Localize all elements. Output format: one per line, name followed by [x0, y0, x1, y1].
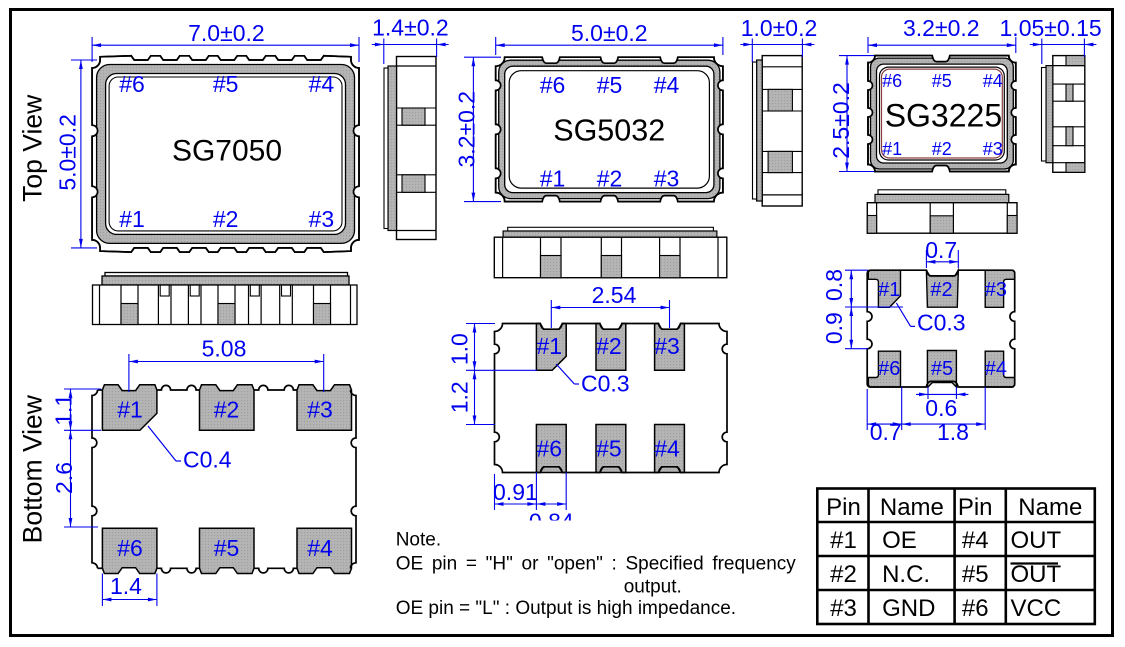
svg-text:#2: #2	[596, 333, 622, 359]
svg-text:0.6: 0.6	[925, 395, 957, 421]
svg-text:#6: #6	[882, 71, 902, 91]
svg-text:Name: Name	[1018, 494, 1082, 521]
svg-text:0.84: 0.84	[529, 509, 574, 535]
svg-text:OE: OE	[882, 527, 917, 554]
svg-text:3.2±0.2: 3.2±0.2	[903, 15, 980, 41]
svg-text:OE pin = "H" or "open" : Speci: OE pin = "H" or "open" : Specified frequ…	[396, 554, 797, 575]
svg-text:#1: #1	[878, 279, 900, 301]
svg-text:#6: #6	[540, 72, 566, 98]
svg-text:#5: #5	[932, 71, 952, 91]
svg-text:#6: #6	[119, 71, 145, 97]
svg-text:#5: #5	[214, 535, 240, 561]
svg-text:OUT: OUT	[1011, 527, 1062, 554]
svg-text:#6: #6	[878, 358, 900, 380]
svg-text:1.05±0.15: 1.05±0.15	[1000, 15, 1102, 41]
svg-text:1.1: 1.1	[51, 394, 77, 426]
svg-text:#5: #5	[596, 436, 622, 462]
svg-text:0.7: 0.7	[925, 237, 957, 263]
svg-text:3.2±0.2: 3.2±0.2	[453, 91, 479, 168]
svg-text:#6: #6	[962, 595, 989, 622]
svg-text:#4: #4	[654, 436, 680, 462]
svg-text:Pin: Pin	[958, 494, 993, 521]
svg-text:#2: #2	[213, 206, 239, 232]
svg-text:#1: #1	[119, 206, 145, 232]
svg-text:#1: #1	[830, 527, 857, 554]
svg-text:5.0±0.2: 5.0±0.2	[571, 20, 648, 46]
svg-text:#2: #2	[932, 139, 952, 159]
svg-text:Name: Name	[880, 494, 944, 521]
svg-text:1.2: 1.2	[447, 381, 473, 413]
svg-text:OE pin = "L" : Output is high: OE pin = "L" : Output is high impedance.	[396, 598, 736, 619]
svg-text:#4: #4	[985, 358, 1007, 380]
svg-text:2.5±0.2: 2.5±0.2	[828, 82, 854, 159]
svg-text:#6: #6	[117, 535, 143, 561]
svg-text:#1: #1	[882, 139, 902, 159]
svg-text:7.0±0.2: 7.0±0.2	[188, 20, 265, 46]
svg-text:SG5032: SG5032	[553, 113, 665, 147]
svg-text:N.C.: N.C.	[882, 561, 930, 588]
svg-text:#4: #4	[962, 527, 989, 554]
svg-text:0.9: 0.9	[821, 312, 847, 344]
svg-text:#4: #4	[307, 535, 333, 561]
svg-text:SG3225: SG3225	[885, 97, 1002, 133]
svg-text:C0.3: C0.3	[581, 371, 630, 397]
svg-text:OUT: OUT	[1011, 561, 1062, 588]
svg-text:5.0±0.2: 5.0±0.2	[54, 114, 80, 191]
svg-text:Pin: Pin	[826, 494, 861, 521]
svg-text:#3: #3	[830, 595, 857, 622]
svg-text:1.8: 1.8	[937, 419, 969, 445]
svg-text:1.4±0.2: 1.4±0.2	[372, 14, 449, 40]
svg-text:C0.4: C0.4	[183, 447, 232, 473]
svg-text:#5: #5	[962, 561, 989, 588]
svg-text:#2: #2	[830, 561, 857, 588]
svg-text:0.91: 0.91	[493, 479, 538, 505]
svg-text:1.0±0.2: 1.0±0.2	[741, 15, 818, 41]
svg-text:VCC: VCC	[1011, 595, 1062, 622]
svg-text:output.: output.	[624, 576, 682, 597]
svg-text:1.0: 1.0	[447, 333, 473, 365]
svg-text:0.8: 0.8	[821, 269, 847, 301]
svg-text:#6: #6	[537, 436, 563, 462]
svg-text:#4: #4	[309, 71, 335, 97]
svg-text:Top View: Top View	[18, 94, 48, 202]
svg-text:#2: #2	[930, 279, 952, 301]
svg-text:#1: #1	[537, 333, 563, 359]
svg-text:C0.3: C0.3	[917, 310, 966, 336]
svg-text:1.4: 1.4	[110, 573, 142, 599]
svg-text:5.08: 5.08	[202, 336, 247, 362]
svg-text:#3: #3	[985, 279, 1007, 301]
svg-text:#4: #4	[654, 72, 680, 98]
svg-text:#1: #1	[540, 166, 566, 192]
svg-text:Note.: Note.	[396, 530, 441, 551]
svg-text:#3: #3	[309, 206, 335, 232]
svg-text:#2: #2	[597, 166, 623, 192]
svg-text:#3: #3	[654, 333, 680, 359]
svg-text:#3: #3	[983, 139, 1003, 159]
svg-text:SG7050: SG7050	[172, 135, 282, 168]
svg-text:#4: #4	[983, 71, 1003, 91]
svg-text:#1: #1	[117, 396, 143, 422]
svg-text:2.54: 2.54	[592, 282, 637, 308]
svg-text:Bottom View: Bottom View	[18, 394, 48, 543]
svg-text:#3: #3	[654, 166, 680, 192]
svg-text:#2: #2	[214, 396, 240, 422]
svg-text:#5: #5	[597, 72, 623, 98]
svg-text:0.7: 0.7	[870, 419, 902, 445]
svg-text:GND: GND	[882, 595, 935, 622]
svg-text:#5: #5	[213, 71, 239, 97]
svg-text:#3: #3	[307, 396, 333, 422]
svg-text:2.6: 2.6	[51, 462, 77, 494]
svg-text:#5: #5	[931, 358, 953, 380]
